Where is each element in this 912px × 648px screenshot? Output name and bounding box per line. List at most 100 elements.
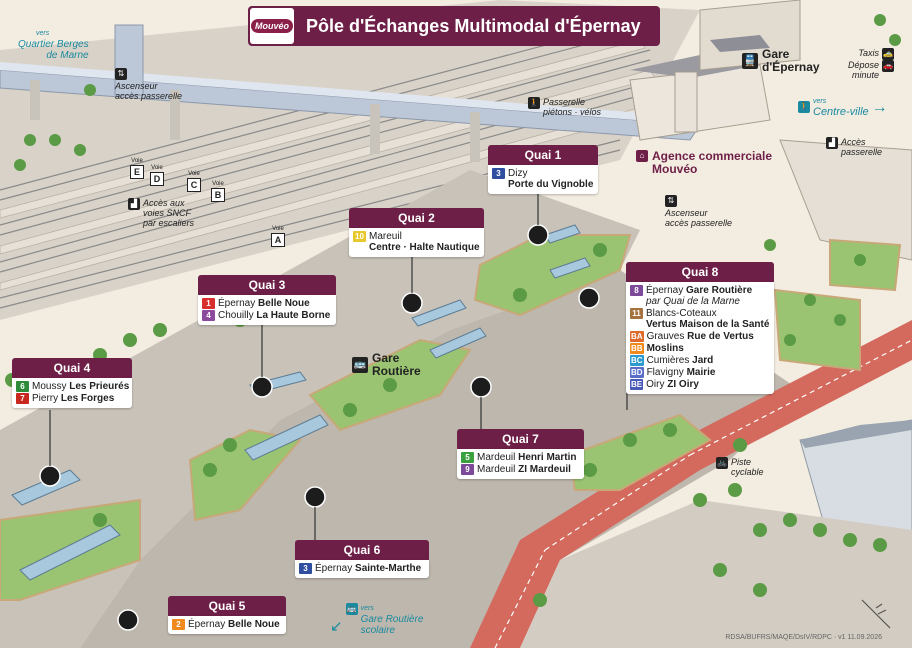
destination-stop: Belle Noue <box>228 619 280 630</box>
acces-passerelle-label: ▟ Accès passerelle <box>826 137 882 157</box>
shop-icon: ⌂ <box>636 150 648 162</box>
destination-stop: Sainte-Marthe <box>355 563 422 574</box>
bus-shelters <box>11 224 591 581</box>
destination-stop: Les Forges <box>60 393 115 404</box>
acces-voies-label: ▟ Accès aux voies SNCF par escaliers <box>128 198 194 228</box>
line-destination: Flavigny Mairie <box>647 367 716 378</box>
taxis-label: Taxis🚕 Dépose minute🚗 <box>848 48 895 80</box>
line-destination: Moussy Les Prieurés <box>32 381 129 392</box>
ascenseur-right-text: Ascenseur accès passerelle <box>665 208 733 228</box>
quai-heading: Quai 3 <box>198 275 336 295</box>
quai-heading: Quai 8 <box>626 262 774 282</box>
destination-stop: Belle Noue <box>258 298 310 309</box>
voie-word: Voie <box>188 171 200 177</box>
quartier-label: vers Quartier Berges de Marne <box>18 28 89 61</box>
line-number-badge: 3 <box>299 563 312 574</box>
destination-stop: ZI Oiry <box>667 379 699 390</box>
vers-text: vers <box>813 98 827 105</box>
taxi-icon: 🚕 <box>882 48 895 60</box>
voie-d-letter: D <box>150 172 164 186</box>
bus-stop-markers <box>39 224 600 631</box>
line-number-badge: BD <box>630 367 644 378</box>
destination-town: Mardeuil <box>477 464 516 475</box>
destination-stop: Henri Martin <box>518 452 577 463</box>
station-building <box>629 0 801 141</box>
line-number-badge: 10 <box>353 231 366 242</box>
line-number-badge: BC <box>630 355 644 366</box>
destination-town: Flavigny <box>646 367 684 378</box>
destination-town: Moussy <box>32 381 67 392</box>
cycle-lane <box>470 320 912 648</box>
destination-stop: Mairie <box>686 367 716 378</box>
destination-stop: Les Prieurés <box>69 381 130 392</box>
destination-stop: Porte du Vignoble <box>508 179 594 190</box>
voie-e-letter: E <box>130 165 144 179</box>
piste-text: Piste cyclable <box>731 457 764 477</box>
voie-word: Voie <box>151 165 163 171</box>
line-destination: Épernay Belle Noue <box>218 298 310 309</box>
line-number-badge: BA <box>630 331 644 342</box>
ascenseur-left-text: Ascenseur accès passerelle <box>115 81 183 101</box>
elevator-icon: ⇅ <box>115 68 127 80</box>
quai-heading: Quai 4 <box>12 358 132 378</box>
destination-town: Pierry <box>32 393 59 404</box>
destination-stop: Gare Routière <box>686 285 753 296</box>
destination-stop: Jard <box>692 355 714 366</box>
elevator-tower-left <box>114 24 144 96</box>
quai-heading: Quai 7 <box>457 429 584 449</box>
elevator-icon: ⇅ <box>665 195 677 207</box>
destination-town: Oiry <box>646 379 665 390</box>
destination-town: Chouilly <box>218 310 254 321</box>
line-destination: Oiry ZI Oiry <box>646 379 699 390</box>
line-number-badge: 7 <box>16 393 29 404</box>
line-destination: Épernay Sainte-Marthe <box>315 563 421 574</box>
line-number-badge: 6 <box>16 381 29 392</box>
destination-town: Épernay <box>315 563 353 574</box>
bus-icon: 🚌 <box>345 603 358 615</box>
destination-town: Épernay <box>218 298 256 309</box>
line-number-badge: 3 <box>492 168 505 179</box>
mouveo-logo: Mouvéo <box>250 8 294 44</box>
gare-routiere-text: Gare Routière <box>372 351 421 378</box>
destination-via: par Quai de la Marne <box>646 296 740 307</box>
destination-stop: Centre · Halte Nautique <box>369 242 480 253</box>
stairs-icon: ▟ <box>826 137 838 149</box>
destination-stop: Rue de Vertus <box>687 331 754 342</box>
line-number-badge: 2 <box>172 619 185 630</box>
line-number-badge: 9 <box>461 464 474 475</box>
voie-word: Voie <box>212 181 224 187</box>
depose-text: Dépose minute <box>848 60 880 80</box>
centre-ville-label: 🚶 vers Centre-ville → <box>798 96 888 118</box>
arrow-down-left-icon: ↙ <box>330 618 343 635</box>
line-number-badge: 8 <box>630 285 643 296</box>
line-destination: Épernay Belle Noue <box>188 619 280 630</box>
destination-town: Cumières <box>646 355 690 366</box>
line-number-badge: 11 <box>630 308 643 319</box>
line-destination: Pierry Les Forges <box>32 393 114 404</box>
destination-town: Épernay <box>646 285 684 296</box>
passerelle-text: Passerelle piétons · vélos <box>543 97 602 117</box>
footbridge-pillars <box>30 80 480 162</box>
